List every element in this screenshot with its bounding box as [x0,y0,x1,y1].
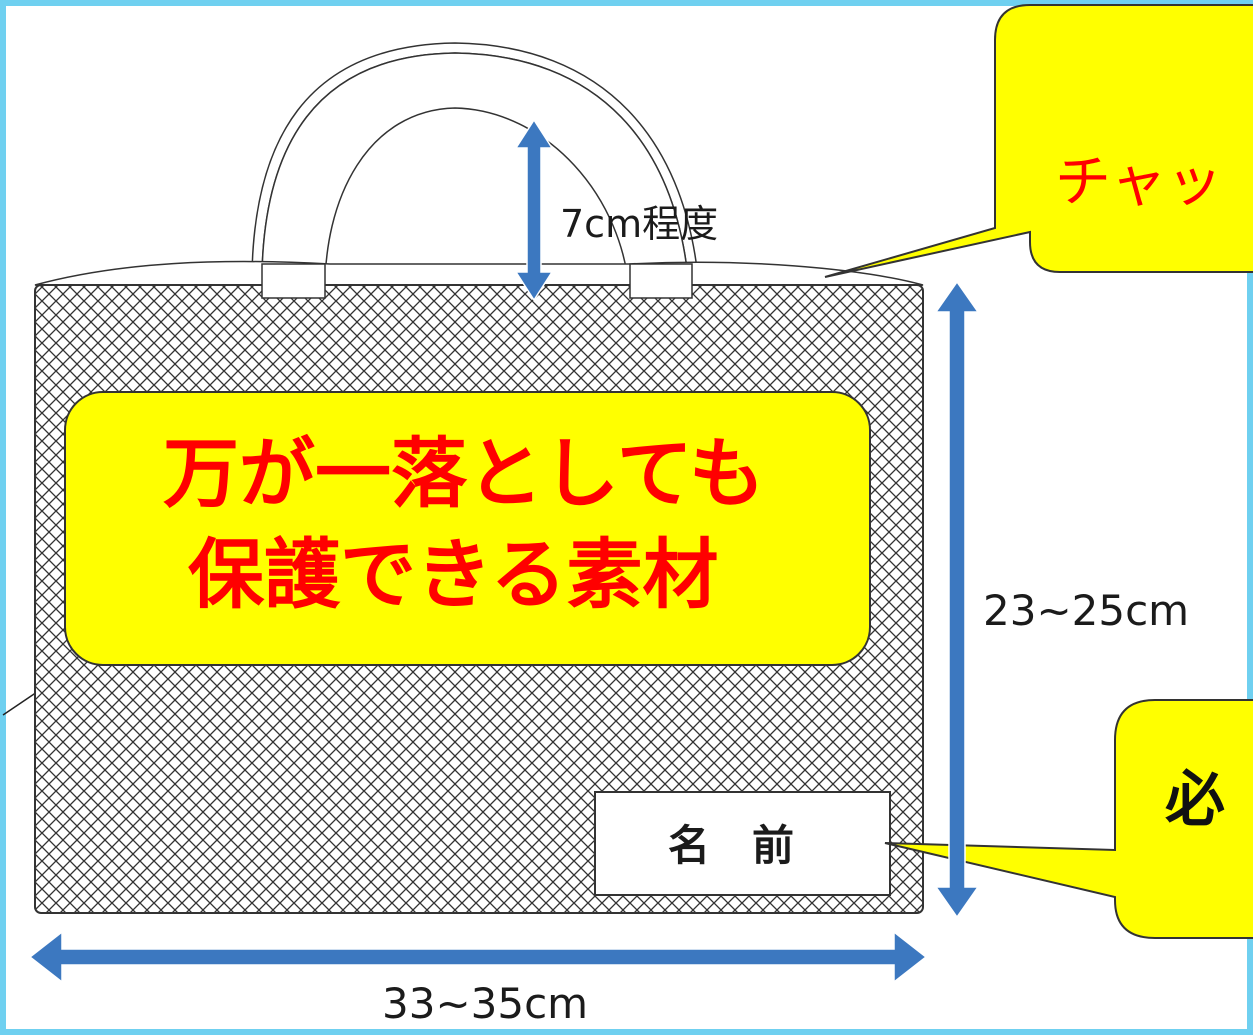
name-callout-text: 必 [1165,765,1225,835]
width-label: 33~35cm [382,979,589,1028]
material-note-line2: 保護できる素材 [188,530,719,619]
zipper-callout-text: チャッ [1055,150,1223,215]
material-callout [64,391,871,666]
name-tag-label: 名 前 [668,821,795,870]
zipper-callout [824,4,1253,278]
handle-height-arrow [514,118,554,302]
name-callout [884,699,1253,939]
height-arrow [934,280,980,919]
material-note-line1: 万が一落としても [163,429,765,518]
handle [251,42,701,301]
height-label: 23~25cm [983,586,1190,635]
handle-height-label: 7cm程度 [560,202,719,246]
width-arrow [28,930,928,984]
left-pointer-line [2,689,41,716]
